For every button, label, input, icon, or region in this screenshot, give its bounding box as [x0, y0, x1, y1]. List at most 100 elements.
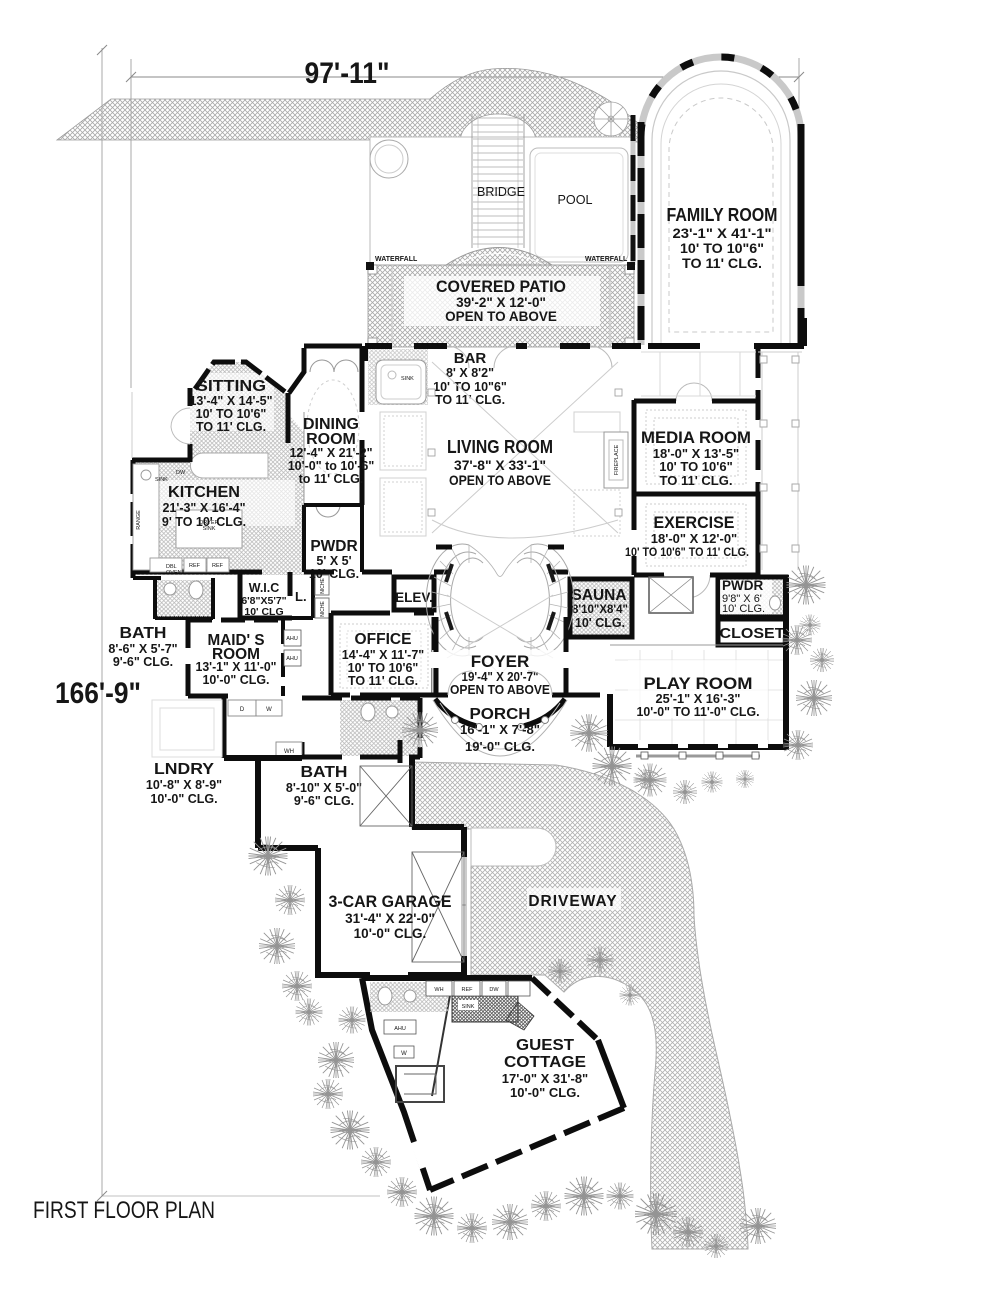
svg-text:OPEN TO ABOVE: OPEN TO ABOVE — [450, 683, 550, 697]
svg-text:DBL: DBL — [166, 564, 177, 570]
svg-text:37'-8" X 33'-1": 37'-8" X 33'-1" — [454, 457, 546, 473]
svg-text:ELEV.: ELEV. — [395, 590, 433, 605]
svg-text:10'-8" X 8'-9": 10'-8" X 8'-9" — [146, 778, 222, 792]
svg-text:8'-10" X 5'-0": 8'-10" X 5'-0" — [286, 781, 362, 795]
svg-text:DW: DW — [176, 470, 186, 476]
svg-text:NICHE: NICHE — [320, 578, 326, 594]
svg-text:BRIDGE: BRIDGE — [477, 185, 525, 199]
svg-text:WATERFALL: WATERFALL — [585, 256, 628, 263]
svg-text:10' CLG.: 10' CLG. — [575, 616, 625, 630]
svg-text:MEDIA ROOM: MEDIA ROOM — [641, 429, 751, 447]
svg-text:DW: DW — [489, 987, 499, 993]
svg-text:18'-0" X 13'-5": 18'-0" X 13'-5" — [653, 446, 739, 461]
svg-text:SINK: SINK — [401, 376, 414, 382]
svg-text:10'-0" CLG.: 10'-0" CLG. — [203, 673, 270, 687]
svg-text:SAUNA: SAUNA — [572, 587, 627, 604]
svg-text:D: D — [240, 707, 245, 713]
svg-text:EXERCISE: EXERCISE — [654, 514, 735, 532]
svg-text:OPEN TO ABOVE: OPEN TO ABOVE — [445, 309, 557, 324]
svg-text:OVEN: OVEN — [166, 570, 182, 576]
svg-text:166'-9": 166'-9" — [55, 677, 141, 710]
svg-text:9'-6" CLG.: 9'-6" CLG. — [294, 794, 354, 808]
svg-text:W: W — [266, 707, 272, 713]
svg-text:LNDRY: LNDRY — [154, 761, 215, 778]
svg-text:TO 11' CLG.: TO 11' CLG. — [348, 674, 418, 688]
svg-text:8'-6" X 5'-7": 8'-6" X 5'-7" — [108, 642, 177, 656]
svg-text:SINK: SINK — [203, 526, 216, 532]
svg-text:10'-0" to 10'-6": 10'-0" to 10'-6" — [288, 459, 375, 473]
svg-text:BATH: BATH — [301, 764, 348, 781]
svg-text:AHU: AHU — [394, 1026, 406, 1032]
svg-text:14'-4" X 11'-7": 14'-4" X 11'-7" — [342, 648, 425, 662]
svg-text:PWDR: PWDR — [310, 538, 357, 555]
svg-text:PLAY ROOM: PLAY ROOM — [644, 674, 753, 693]
svg-text:6'8"X5'7": 6'8"X5'7" — [241, 595, 286, 607]
svg-text:DRIVEWAY: DRIVEWAY — [528, 893, 617, 910]
svg-text:ROOM: ROOM — [306, 431, 356, 448]
svg-text:3-CAR GARAGE: 3-CAR GARAGE — [329, 892, 452, 911]
svg-text:OFFICE: OFFICE — [355, 631, 412, 648]
svg-text:10'-0" CLG.: 10'-0" CLG. — [510, 1085, 580, 1100]
svg-text:10' TO 10"6": 10' TO 10"6" — [433, 380, 507, 394]
svg-text:31'-4" X 22'-0": 31'-4" X 22'-0" — [345, 911, 435, 926]
svg-text:21'-3" X 16'-4": 21'-3" X 16'-4" — [162, 501, 245, 515]
svg-text:DRYER: DRYER — [199, 520, 218, 526]
svg-text:18'-0" X 12'-0": 18'-0" X 12'-0" — [651, 531, 737, 546]
svg-text:10' TO 10"6": 10' TO 10"6" — [680, 240, 764, 256]
svg-text:25'-1" X 16'-3": 25'-1" X 16'-3" — [656, 692, 741, 706]
svg-text:SINK: SINK — [462, 1004, 475, 1010]
svg-text:L.: L. — [295, 589, 307, 604]
svg-text:KITCHEN: KITCHEN — [168, 484, 240, 501]
svg-text:17'-0" X 31'-8": 17'-0" X 31'-8" — [502, 1071, 588, 1086]
svg-text:9' TO 10' CLG.: 9' TO 10' CLG. — [162, 515, 246, 529]
svg-text:BAR: BAR — [454, 350, 487, 367]
svg-text:5' X 5': 5' X 5' — [316, 554, 351, 568]
svg-text:10' TO 10'6": 10' TO 10'6" — [348, 661, 419, 675]
svg-text:19'-0" CLG.: 19'-0" CLG. — [465, 739, 535, 754]
svg-text:10' CLG: 10' CLG — [244, 606, 283, 618]
svg-text:W.I.C: W.I.C — [249, 581, 280, 595]
svg-text:39'-2" X 12'-0": 39'-2" X 12'-0" — [456, 295, 546, 310]
svg-text:WH: WH — [284, 749, 294, 755]
svg-text:10'-0" TO 11'-0" CLG.: 10'-0" TO 11'-0" CLG. — [637, 705, 760, 719]
svg-text:97'-11": 97'-11" — [305, 57, 390, 90]
svg-text:10'-0" CLG.: 10'-0" CLG. — [354, 926, 427, 941]
svg-text:FIREPLACE: FIREPLACE — [614, 444, 620, 475]
svg-text:NICHE: NICHE — [320, 601, 326, 617]
svg-text:CLOSET: CLOSET — [720, 625, 785, 642]
svg-text:OPEN TO ABOVE: OPEN TO ABOVE — [449, 472, 551, 488]
svg-text:13'-1" X 11'-0": 13'-1" X 11'-0" — [196, 660, 277, 674]
svg-text:10'-0" CLG.: 10'-0" CLG. — [150, 792, 217, 806]
svg-text:WATERFALL: WATERFALL — [375, 256, 418, 263]
svg-text:TO 11' CLG.: TO 11' CLG. — [196, 420, 266, 434]
svg-text:REF: REF — [462, 987, 474, 993]
svg-text:9'-6" CLG.: 9'-6" CLG. — [113, 655, 173, 669]
svg-text:ROOM: ROOM — [212, 646, 260, 663]
svg-text:FIRST FLOOR PLAN: FIRST FLOOR PLAN — [33, 1197, 215, 1224]
svg-text:COTTAGE: COTTAGE — [504, 1054, 586, 1071]
svg-text:19'-4" X 20'-7": 19'-4" X 20'-7" — [462, 670, 539, 684]
svg-text:TO 11' CLG.: TO 11' CLG. — [660, 473, 733, 488]
svg-text:to 11' CLG.: to 11' CLG. — [299, 472, 364, 486]
svg-text:DINING: DINING — [303, 416, 359, 433]
svg-text:PORCH: PORCH — [470, 706, 531, 723]
svg-text:GUEST: GUEST — [516, 1037, 574, 1054]
svg-text:REF: REF — [189, 563, 201, 569]
svg-text:TO 11' CLG.: TO 11' CLG. — [682, 255, 762, 271]
svg-text:POOL: POOL — [558, 193, 593, 207]
svg-text:10' TO 10'6" TO 11' CLG.: 10' TO 10'6" TO 11' CLG. — [625, 545, 749, 559]
svg-text:SITTING: SITTING — [196, 378, 266, 395]
svg-text:10' CLG.: 10' CLG. — [722, 603, 765, 615]
svg-text:9'8" X 6': 9'8" X 6' — [722, 593, 762, 605]
svg-text:REF: REF — [212, 563, 224, 569]
svg-text:AHU: AHU — [286, 636, 298, 642]
svg-text:12'-4" X 21'-2": 12'-4" X 21'-2" — [289, 446, 372, 460]
svg-text:8' X 8'2": 8' X 8'2" — [446, 366, 494, 380]
svg-text:LIVING ROOM: LIVING ROOM — [447, 437, 553, 457]
svg-text:10' TO 10'6": 10' TO 10'6" — [659, 459, 733, 474]
svg-text:13'-4" X 14'-5": 13'-4" X 14'-5" — [189, 394, 272, 408]
svg-text:W: W — [401, 1051, 407, 1057]
svg-text:PWDR: PWDR — [722, 578, 763, 593]
svg-text:RANGE: RANGE — [136, 510, 142, 530]
svg-text:FAMILY ROOM: FAMILY ROOM — [667, 205, 778, 225]
